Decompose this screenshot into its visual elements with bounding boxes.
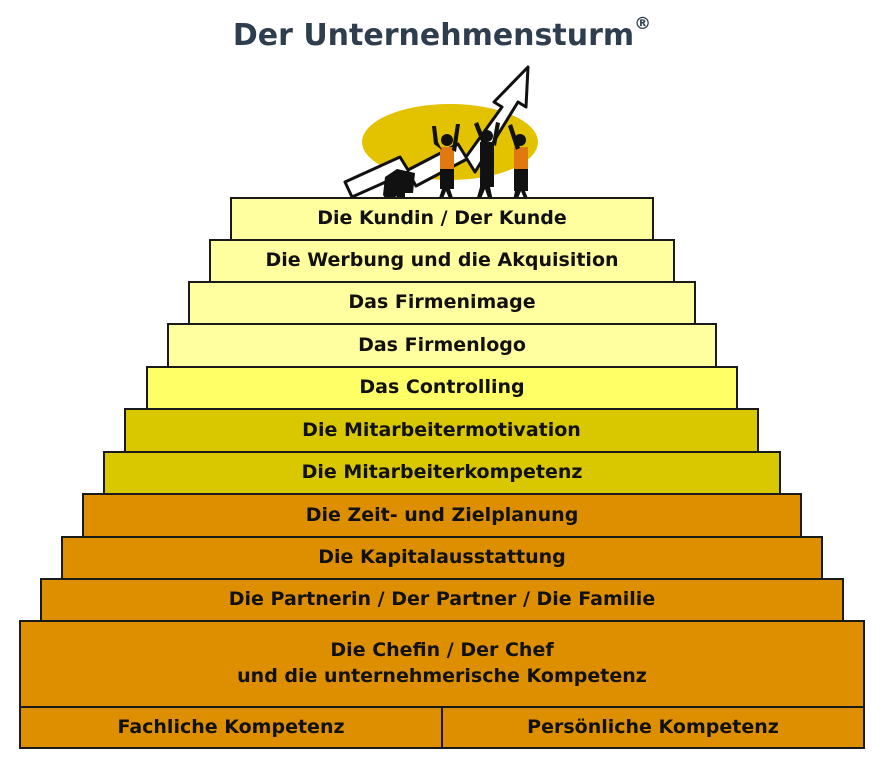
tower-step-employee-competence: Die Mitarbeiterkompetenz bbox=[103, 451, 781, 495]
tower-step-time-goal-planning: Die Zeit- und Zielplanung bbox=[82, 493, 802, 538]
base-line-1: Die Chefin / Der Chef bbox=[330, 639, 554, 662]
registered-mark: ® bbox=[634, 14, 652, 34]
base-line-2: und die unternehmerische Kompetenz bbox=[237, 665, 647, 687]
tower-step-employee-motivation: Die Mitarbeitermotivation bbox=[124, 408, 759, 453]
tower-step-partner-family: Die Partnerin / Der Partner / Die Famili… bbox=[40, 578, 844, 622]
tower-step-company-logo: Das Firmenlogo bbox=[167, 323, 717, 368]
title-text: Der Unternehmensturm bbox=[232, 18, 635, 53]
page-title: Der Unternehmensturm® bbox=[0, 14, 884, 53]
tower-step-capital: Die Kapitalausstattung bbox=[61, 536, 823, 580]
tower-step-controlling: Das Controlling bbox=[146, 366, 738, 410]
foundation-professional-competence: Fachliche Kompetenz bbox=[19, 706, 443, 749]
foundation-personal-competence: Persönliche Kompetenz bbox=[441, 706, 865, 749]
team-pushing-arrow-illustration bbox=[343, 65, 538, 202]
tower-base-boss: Die Chefin / Der Chef und die unternehme… bbox=[19, 620, 865, 708]
tower-step-customer: Die Kundin / Der Kunde bbox=[230, 197, 654, 241]
tower-step-company-image: Das Firmenimage bbox=[188, 281, 696, 325]
tower-step-advertising: Die Werbung und die Akquisition bbox=[209, 239, 675, 283]
